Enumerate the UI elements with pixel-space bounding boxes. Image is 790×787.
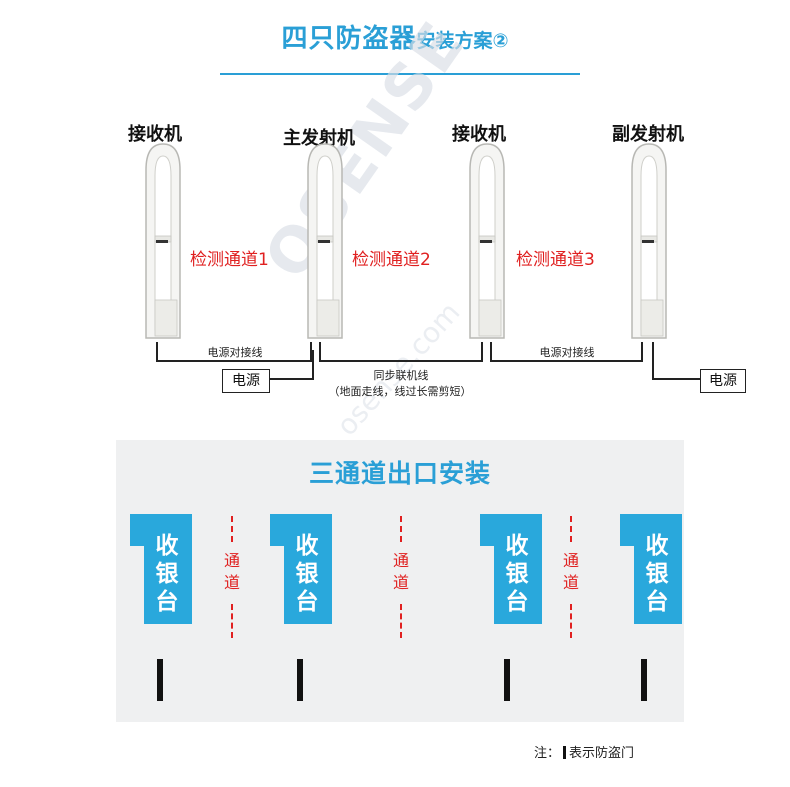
- gate-label-receiver-1: 接收机: [128, 124, 182, 145]
- anti-theft-door-mark: [297, 659, 303, 701]
- wire-segment: [641, 342, 643, 362]
- title-underline: [220, 73, 580, 75]
- cashier-char: 银: [505, 561, 529, 587]
- gate-label-main-transmitter: 主发射机: [283, 128, 355, 149]
- anti-theft-door-mark: [157, 659, 163, 701]
- power-source-left: 电源: [222, 369, 270, 393]
- wire-segment: [319, 342, 321, 362]
- wire-segment: [490, 342, 492, 362]
- gate-label-sub-transmitter: 副发射机: [612, 124, 684, 145]
- wire-segment: [652, 378, 700, 380]
- power-pair-label-left: 电源对接线: [207, 346, 263, 359]
- cashier-text: 收 银 台: [276, 532, 338, 616]
- lane-divider: [400, 516, 402, 542]
- lane-divider: [570, 516, 572, 542]
- door-symbol: [563, 746, 567, 759]
- exit-layout-panel: [116, 440, 684, 722]
- cashier-counter-1: 收 银 台: [130, 514, 192, 628]
- legend-note: 注： 表示防盗门: [534, 742, 634, 761]
- anti-theft-door-mark: [641, 659, 647, 701]
- anti-theft-door-mark: [504, 659, 510, 701]
- lane-label-2: 通 道: [390, 550, 412, 594]
- wire-segment: [156, 360, 312, 362]
- lane-divider: [231, 516, 233, 542]
- lane-char: 通: [223, 551, 240, 570]
- cashier-char: 银: [155, 561, 179, 587]
- cashier-text: 收 银 台: [486, 532, 548, 616]
- wire-segment: [312, 350, 314, 380]
- channel-label-1: 检测通道1: [190, 250, 269, 270]
- wire-segment: [481, 342, 483, 362]
- power-source-right: 电源: [700, 369, 746, 393]
- cashier-text: 收 银 台: [626, 532, 688, 616]
- channel-label-2: 检测通道2: [352, 250, 431, 270]
- cashier-text: 收 银 台: [136, 532, 198, 616]
- cashier-char: 收: [645, 533, 669, 559]
- sync-wire: [319, 360, 483, 362]
- cashier-char: 台: [295, 589, 319, 615]
- gate-label-receiver-2: 接收机: [452, 124, 506, 145]
- sync-line-label: 同步联机线: [373, 369, 429, 382]
- lane-label-1: 通 道: [221, 550, 243, 594]
- security-gate-receiver-1: [145, 143, 181, 339]
- security-gate-main-transmitter: [307, 143, 343, 339]
- cashier-counter-4: 收 银 台: [620, 514, 682, 628]
- lane-divider: [570, 604, 572, 638]
- wire-segment: [156, 342, 158, 362]
- title-sub: 安装方案②: [416, 30, 509, 52]
- panel-title: 三通道出口安装: [308, 459, 491, 488]
- page-title: 四只防盗器安装方案②: [0, 18, 790, 55]
- title-main: 四只防盗器: [281, 24, 417, 54]
- cashier-shape: [130, 514, 192, 624]
- sync-line-note: （地面走线，线过长需剪短）: [328, 385, 472, 398]
- lane-divider: [231, 604, 233, 638]
- cashier-shape: [270, 514, 332, 624]
- cashier-char: 收: [505, 533, 529, 559]
- lane-char: 道: [562, 573, 579, 592]
- lane-char: 通: [392, 551, 409, 570]
- channel-label-3: 检测通道3: [516, 250, 595, 270]
- cashier-char: 台: [645, 589, 669, 615]
- wire-segment: [490, 360, 643, 362]
- lane-divider: [400, 604, 402, 638]
- cashier-char: 银: [645, 561, 669, 587]
- cashier-char: 收: [155, 533, 179, 559]
- cashier-counter-2: 收 银 台: [270, 514, 332, 628]
- cashier-shape: [620, 514, 682, 624]
- security-gate-sub-transmitter: [631, 143, 667, 339]
- cashier-shape: [480, 514, 542, 624]
- cashier-char: 银: [295, 561, 319, 587]
- lane-char: 通: [562, 551, 579, 570]
- note-suffix: 表示防盗门: [569, 746, 635, 761]
- cashier-counter-3: 收 银 台: [480, 514, 542, 628]
- lane-label-3: 通 道: [560, 550, 582, 594]
- power-pair-label-right: 电源对接线: [539, 346, 595, 359]
- cashier-char: 台: [505, 589, 529, 615]
- security-gate-receiver-2: [469, 143, 505, 339]
- cashier-char: 收: [295, 533, 319, 559]
- cashier-char: 台: [155, 589, 179, 615]
- wire-segment: [268, 378, 314, 380]
- note-prefix: 注：: [534, 746, 561, 761]
- lane-char: 道: [223, 573, 240, 592]
- wire-segment: [652, 342, 654, 380]
- wire-segment: [310, 342, 312, 362]
- lane-char: 道: [392, 573, 409, 592]
